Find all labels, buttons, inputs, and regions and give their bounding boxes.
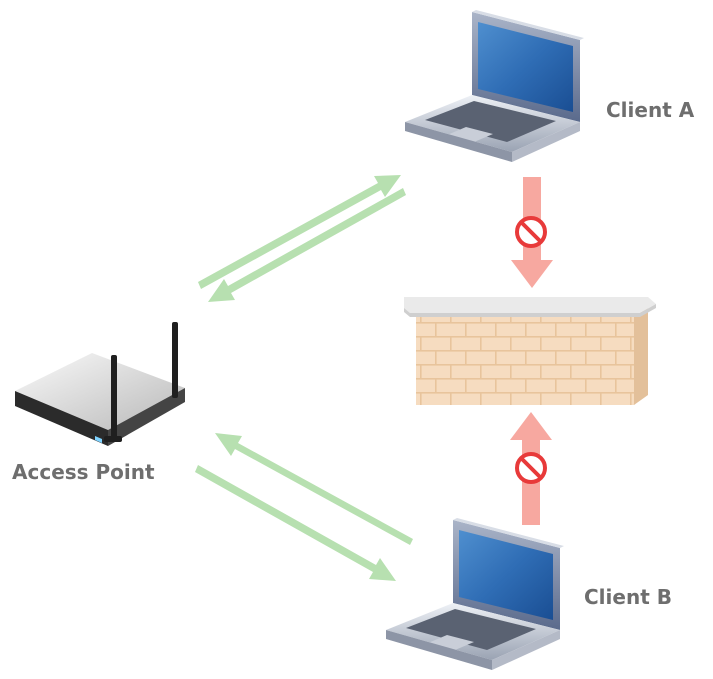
laptop-icon bbox=[386, 518, 564, 670]
access-point-label: Access Point bbox=[12, 460, 155, 484]
arrow-client-b-to-ap bbox=[215, 433, 413, 545]
arrow-ap-to-client-a bbox=[198, 175, 401, 289]
no-entry-icon bbox=[515, 216, 547, 248]
brick-wall-icon bbox=[404, 297, 656, 405]
wireless-router-icon bbox=[15, 322, 185, 446]
allowed-arrows bbox=[195, 175, 413, 581]
arrow-ap-to-client-b bbox=[195, 465, 396, 581]
laptop-icon bbox=[405, 10, 584, 162]
arrow-client-a-to-ap bbox=[208, 188, 406, 302]
no-entry-icon bbox=[515, 452, 547, 484]
client-b-label: Client B bbox=[584, 585, 672, 609]
client-a-label: Client A bbox=[606, 98, 695, 122]
